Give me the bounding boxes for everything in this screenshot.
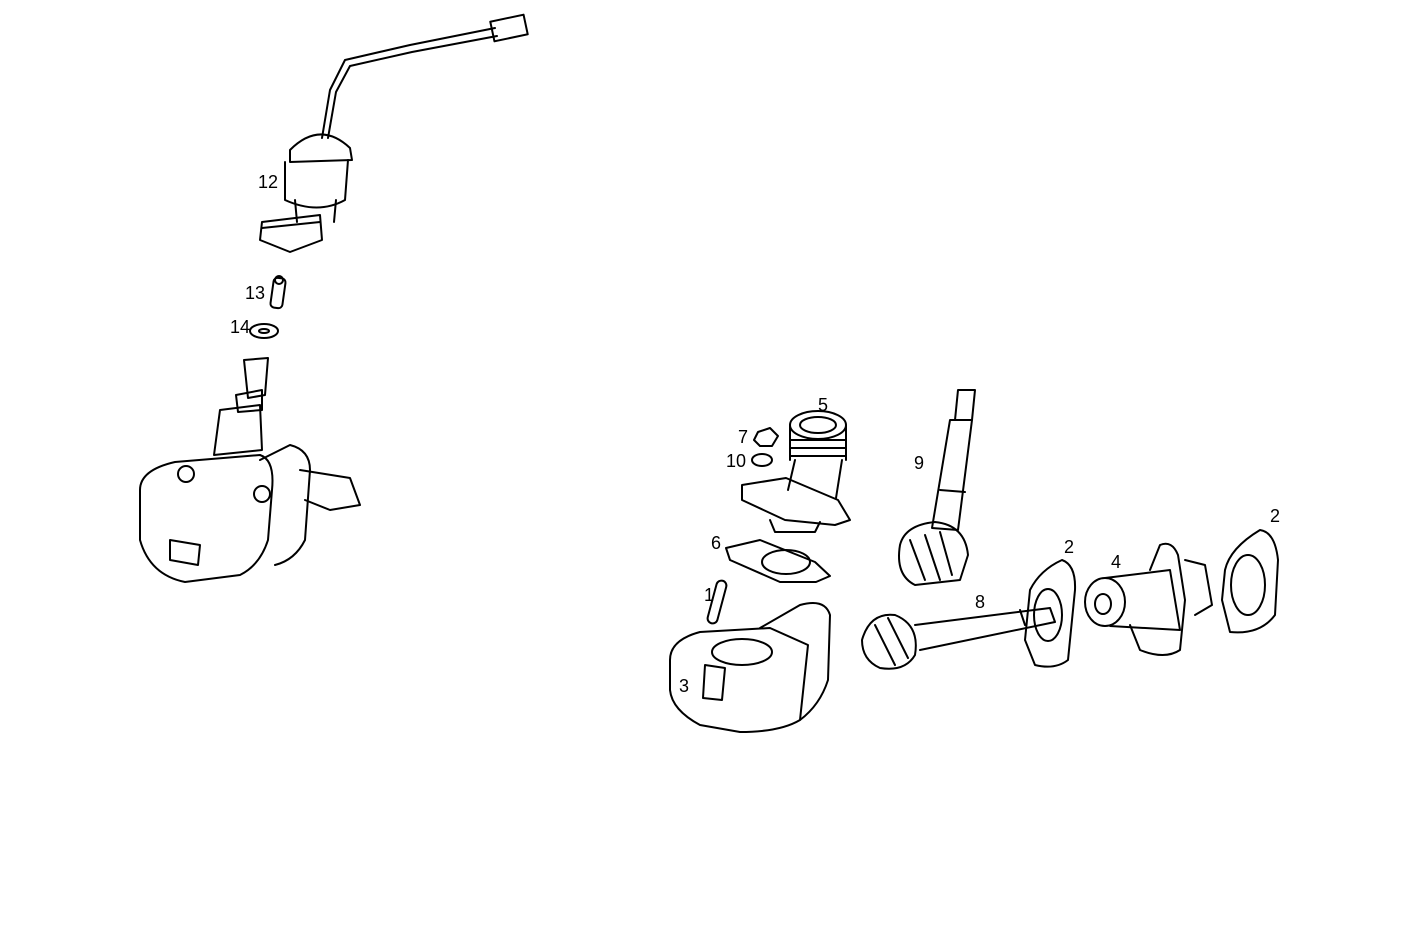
part-label-9: 9 — [914, 453, 925, 473]
bushing-housing-4 — [1084, 542, 1213, 656]
part-label-3: 3 — [679, 676, 690, 696]
pin-13 — [269, 275, 287, 310]
pinion-shaft-8 — [861, 607, 1056, 670]
gasket-2-right — [1221, 529, 1279, 634]
part-label-2-left: 2 — [1064, 537, 1075, 557]
part-label-4: 4 — [1111, 552, 1122, 572]
left-gear-housing — [139, 357, 361, 583]
part-label-1: 1 — [704, 585, 715, 605]
flange-housing-5 — [741, 410, 851, 533]
nut-7 — [753, 427, 779, 447]
part-label-5: 5 — [818, 395, 829, 415]
speed-sensor-assembly — [259, 13, 529, 253]
part-label-12: 12 — [258, 172, 279, 192]
part-label-10: 10 — [726, 451, 747, 471]
gasket-6 — [725, 539, 831, 583]
stud-1 — [706, 579, 728, 625]
part-label-8: 8 — [975, 592, 986, 612]
part-label-6: 6 — [711, 533, 722, 553]
washer-10 — [751, 453, 773, 467]
part-label-14: 14 — [230, 317, 251, 337]
part-label-2-right: 2 — [1270, 506, 1281, 526]
drive-gear-shaft-9 — [898, 389, 976, 586]
part-label-13: 13 — [245, 283, 266, 303]
washer-14 — [249, 323, 279, 339]
gasket-2-left — [1024, 559, 1077, 668]
gear-housing-3 — [669, 602, 831, 733]
part-label-7: 7 — [738, 427, 749, 447]
